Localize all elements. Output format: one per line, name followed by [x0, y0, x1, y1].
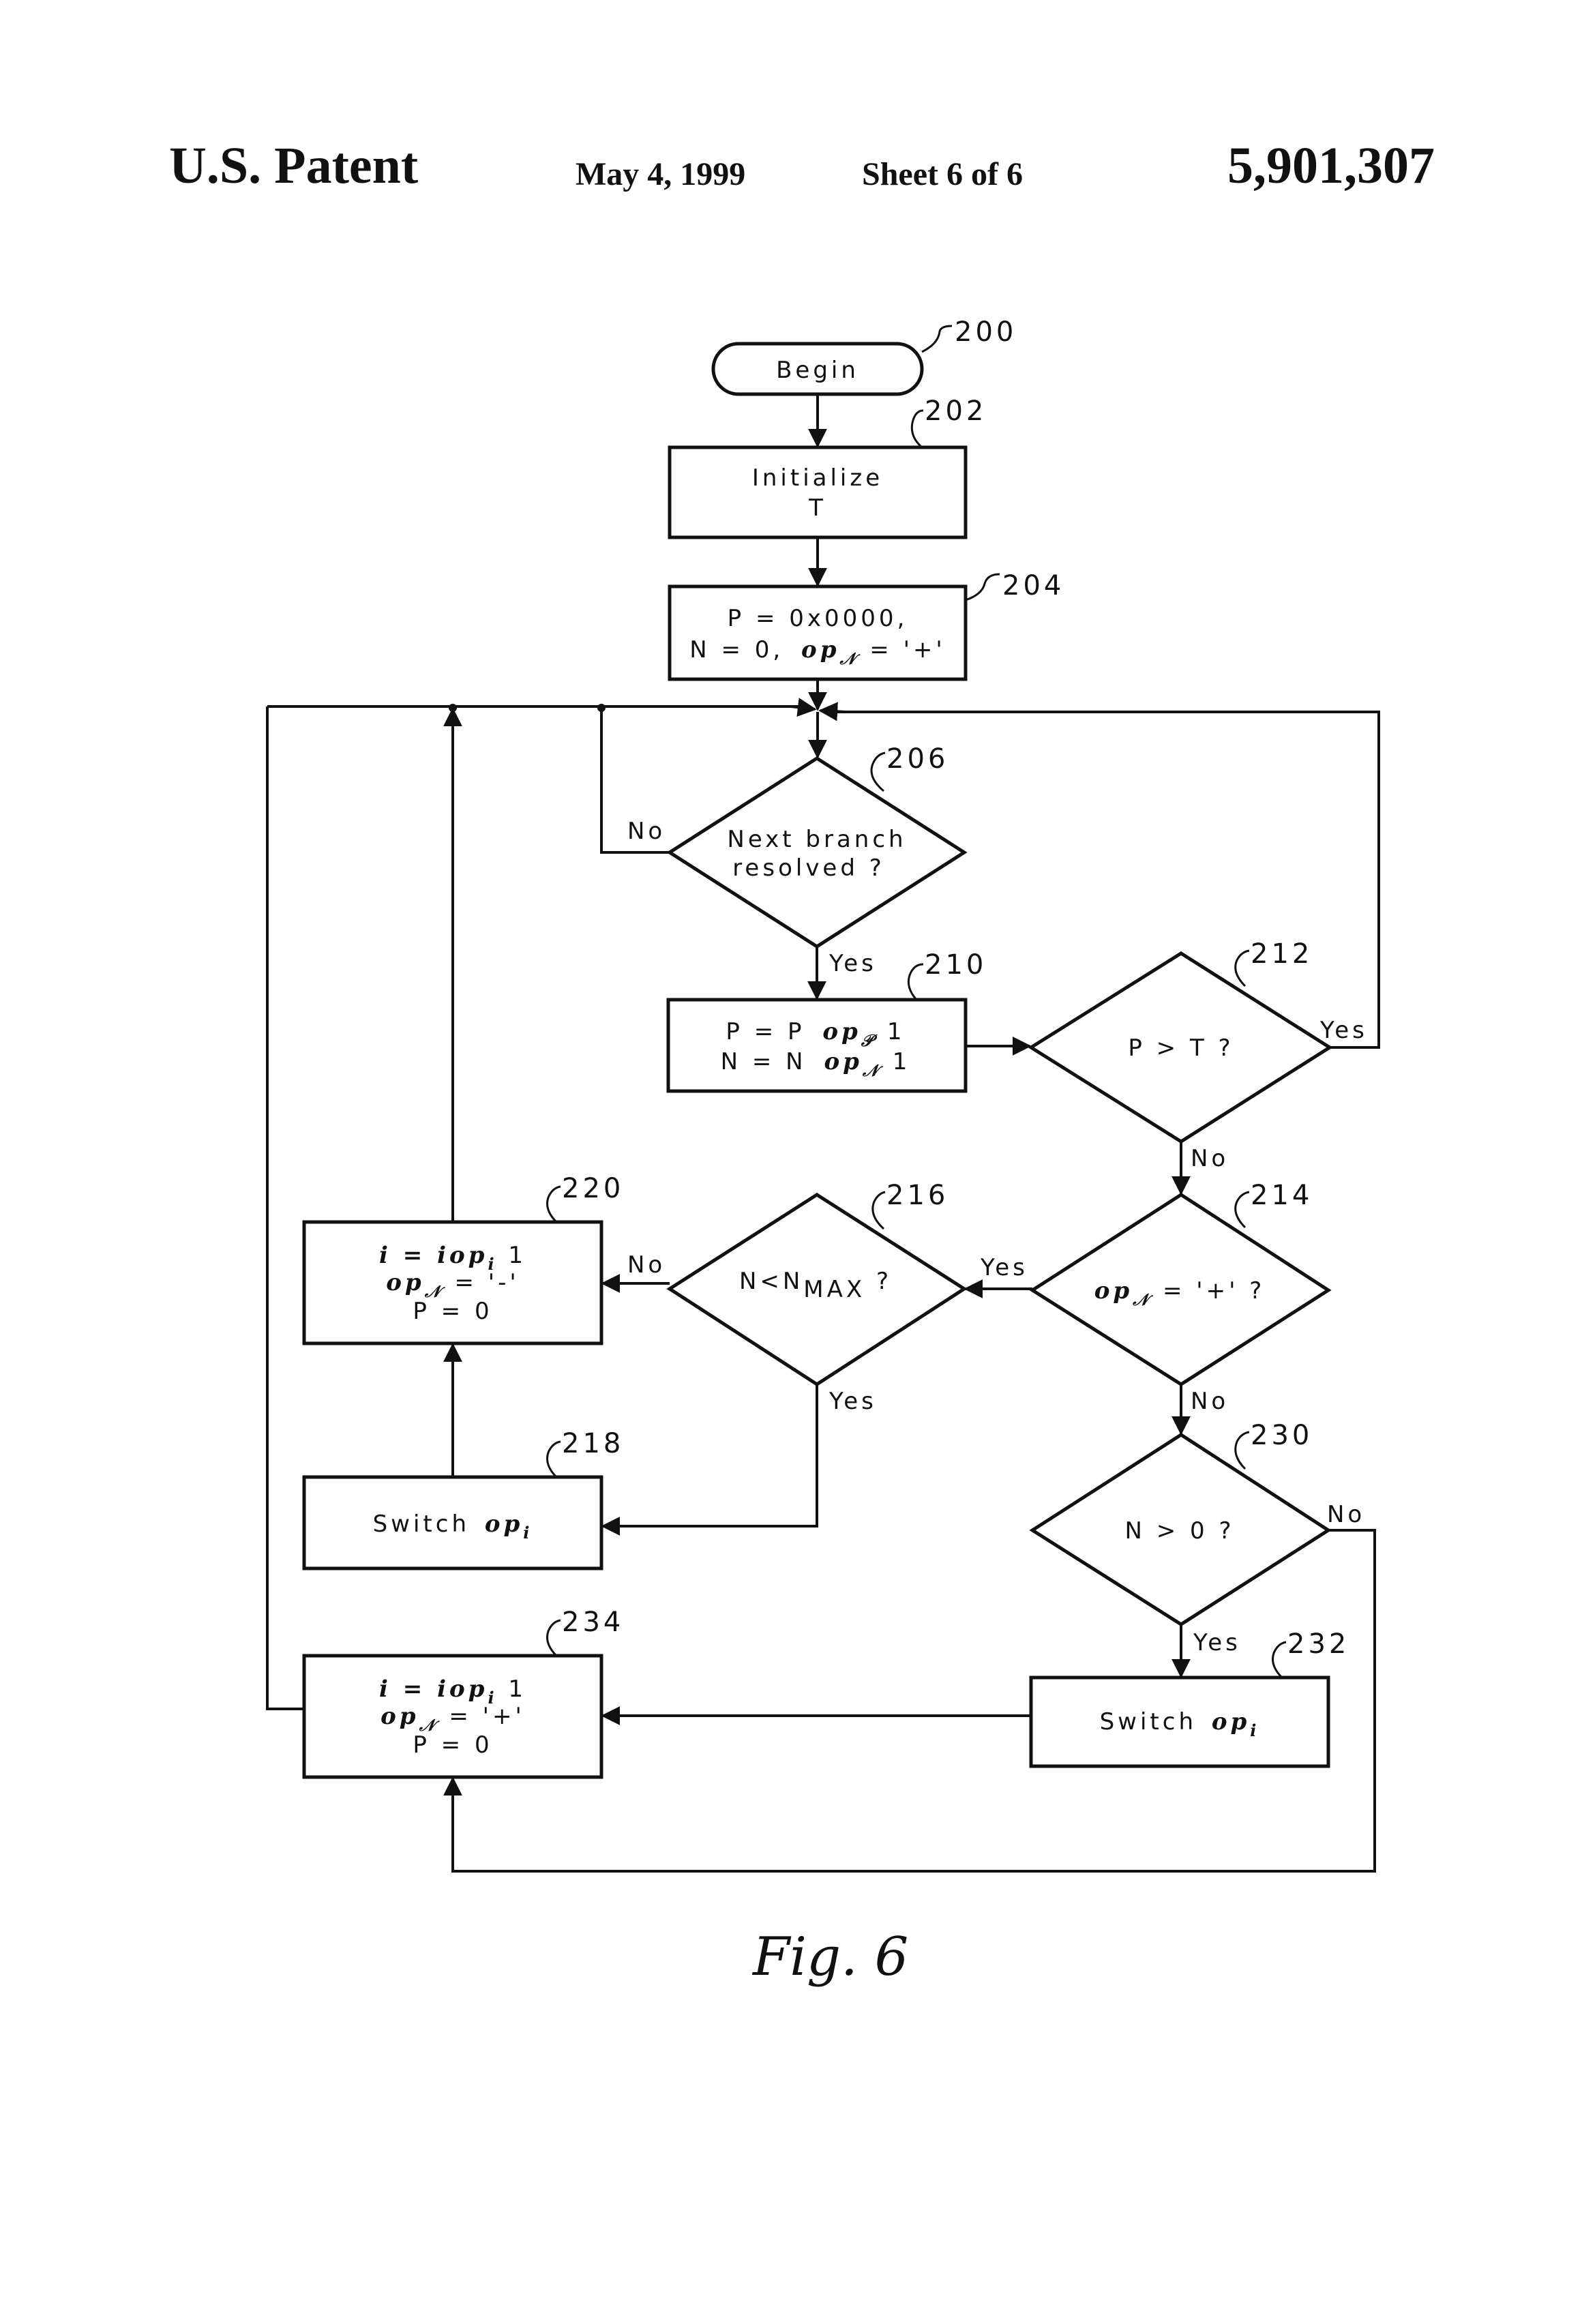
svg-text:P > T ?: P > T ?: [1128, 1034, 1234, 1062]
label-216-no: No: [627, 1251, 666, 1279]
node-begin: Begin: [713, 344, 922, 394]
svg-text:resolved ?: resolved ?: [732, 854, 885, 882]
label-214-no: No: [1191, 1388, 1229, 1415]
svg-text:op𝒩 = '-': op𝒩 = '-': [386, 1269, 520, 1301]
node-set-minus: i = iopi 1 op𝒩 = '-' P = 0: [304, 1222, 601, 1343]
ref-216-leader: [873, 1192, 885, 1229]
svg-text:P = 0: P = 0: [413, 1298, 492, 1325]
node-p-gt-t-decision: P > T ?: [1031, 953, 1330, 1142]
ref-230: 230: [1251, 1420, 1313, 1451]
ref-218: 218: [562, 1428, 624, 1459]
ref-232: 232: [1287, 1628, 1349, 1660]
ref-218-leader: [548, 1442, 561, 1477]
node-op-plus-decision: op𝒩 = '+' ?: [1032, 1195, 1328, 1384]
ref-206-leader: [871, 753, 885, 791]
ref-204-leader: [966, 574, 1000, 600]
ref-214-leader: [1236, 1192, 1249, 1227]
svg-text:P = 0: P = 0: [413, 1731, 492, 1759]
svg-text:op𝒩 = '+': op𝒩 = '+': [380, 1703, 525, 1735]
ref-206: 206: [886, 743, 949, 775]
figure-label: Fig. 6: [751, 1926, 908, 1988]
ref-210-leader: [908, 964, 923, 1000]
ref-204: 204: [1002, 570, 1064, 601]
svg-text:P = P op𝒫 1: P = P op𝒫 1: [726, 1018, 905, 1050]
ref-234-leader: [548, 1620, 561, 1656]
ref-234: 234: [562, 1607, 624, 1638]
label-214-yes: Yes: [980, 1254, 1028, 1281]
node-switch-op-218: Switch opi: [304, 1477, 601, 1568]
label-212-no: No: [1191, 1145, 1229, 1172]
begin-label: Begin: [776, 357, 859, 384]
label-206-yes: Yes: [829, 950, 877, 977]
ref-200-leader: [922, 326, 952, 352]
svg-text:N = N op𝒩 1: N = N op𝒩 1: [721, 1048, 911, 1080]
svg-text:T: T: [808, 494, 826, 522]
ref-202: 202: [925, 396, 987, 427]
label-216-yes: Yes: [829, 1388, 877, 1415]
node-n-lt-nmax-decision: N<NMAX ?: [670, 1195, 964, 1384]
label-230-no: No: [1327, 1501, 1365, 1528]
svg-text:Initialize: Initialize: [752, 464, 883, 492]
ref-210: 210: [925, 949, 987, 981]
ref-232-leader: [1273, 1642, 1287, 1678]
ref-200: 200: [955, 316, 1017, 348]
svg-text:Switch opi: Switch opi: [1100, 1708, 1260, 1740]
ref-230-leader: [1236, 1432, 1249, 1469]
node-branch-resolved-decision: Next branch resolved ?: [670, 758, 964, 947]
svg-text:Next branch: Next branch: [727, 826, 906, 853]
node-set-plus: i = iopi 1 op𝒩 = '+' P = 0: [304, 1656, 601, 1777]
svg-text:Switch opi: Switch opi: [373, 1510, 533, 1543]
svg-text:N > 0 ?: N > 0 ?: [1124, 1517, 1234, 1545]
svg-text:P = 0x0000,: P = 0x0000,: [728, 605, 908, 632]
label-230-yes: Yes: [1193, 1629, 1241, 1656]
node-init-vars: P = 0x0000, N = 0, op𝒩 = '+': [670, 586, 966, 679]
node-n-gt-0-decision: N > 0 ?: [1032, 1435, 1328, 1624]
node-switch-op-232: Switch opi: [1031, 1678, 1328, 1766]
svg-text:N = 0, op𝒩 = '+': N = 0, op𝒩 = '+': [689, 636, 946, 668]
ref-214: 214: [1251, 1180, 1313, 1211]
node-initialize: Initialize T: [670, 447, 966, 537]
label-206-no: No: [627, 818, 666, 845]
ref-220: 220: [562, 1173, 624, 1204]
ref-212-leader: [1236, 951, 1249, 986]
ref-216: 216: [886, 1180, 949, 1211]
ref-202-leader: [912, 411, 923, 447]
ref-212: 212: [1251, 938, 1313, 970]
svg-text:op𝒩 = '+' ?: op𝒩 = '+' ?: [1094, 1277, 1266, 1309]
label-212-yes: Yes: [1319, 1017, 1368, 1044]
ref-220-leader: [548, 1187, 561, 1222]
node-update-pn: P = P op𝒫 1 N = N op𝒩 1: [668, 1000, 966, 1091]
